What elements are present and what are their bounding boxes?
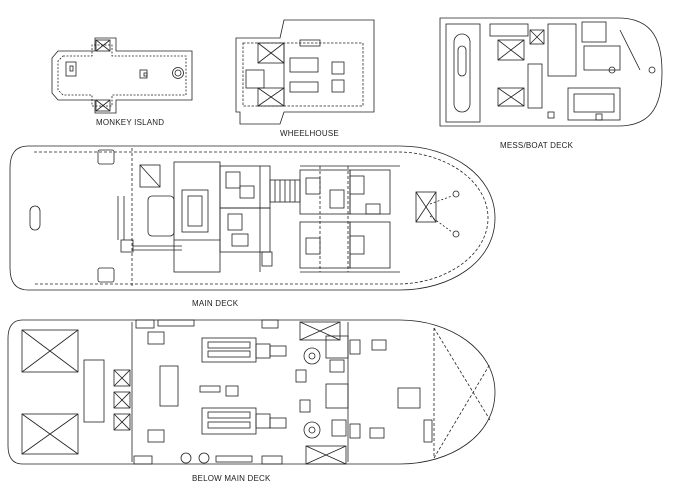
below-main-deck-label: BELOW MAIN DECK xyxy=(192,474,271,483)
below-main-deck-plan xyxy=(7,319,496,465)
monkey-island-label: MONKEY ISLAND xyxy=(96,118,165,127)
wheelhouse-plan xyxy=(235,19,375,125)
mess-boat-deck-plan xyxy=(439,17,663,127)
main-deck-plan xyxy=(9,145,496,291)
wheelhouse-label: WHEELHOUSE xyxy=(280,129,339,138)
monkey-island-plan xyxy=(51,37,193,114)
main-deck-label: MAIN DECK xyxy=(192,299,239,308)
mess-boat-deck-label: MESS/BOAT DECK xyxy=(500,141,574,150)
